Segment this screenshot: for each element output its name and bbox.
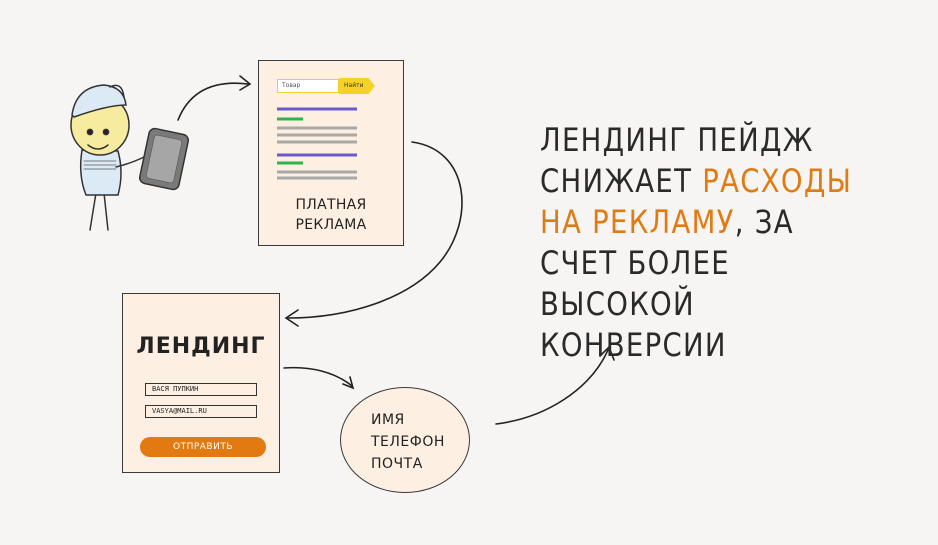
arrow-landing-to-bubble xyxy=(283,366,353,387)
headline-text: ЛЕНДИНГ ПЕЙДЖ СНИЖАЕТ РАСХОДЫ НА РЕКЛАМУ… xyxy=(540,120,867,366)
lead-data-bubble: ИМЯ ТЕЛЕФОН ПОЧТА xyxy=(340,387,470,493)
arrow-head-bubble xyxy=(342,376,355,390)
ad-caption-line2: РЕКЛАМА xyxy=(295,217,367,233)
headline-part1: ЛЕНДИНГ ПЕЙДЖ СНИЖАЕТ xyxy=(540,121,814,200)
arrow-head-ad xyxy=(239,75,252,91)
ad-listing-lines xyxy=(277,107,357,180)
bubble-line-name: ИМЯ xyxy=(371,412,405,428)
arrow-head-landing xyxy=(284,309,299,327)
name-field[interactable]: ВАСЯ ПУПКИН xyxy=(145,383,257,396)
user-figure-icon xyxy=(70,84,190,231)
search-input[interactable]: Товар xyxy=(277,79,339,93)
arrow-bubble-to-headline xyxy=(495,349,609,425)
headline-part2: , ЗА СЧЕТ БОЛЕЕ ВЫСОКОЙ КОНВЕРСИИ xyxy=(540,203,794,364)
bubble-line-phone: ТЕЛЕФОН xyxy=(371,434,445,450)
bubble-line-email: ПОЧТА xyxy=(371,456,423,472)
ad-caption-line1: ПЛАТНАЯ xyxy=(295,197,367,213)
search-button[interactable]: Найти xyxy=(339,78,375,94)
email-field[interactable]: VASYA@MAIL.RU xyxy=(145,405,257,418)
arrow-head-headline xyxy=(599,345,615,361)
headline-accent: РАСХОДЫ НА РЕКЛАМУ xyxy=(540,162,853,241)
smartphone-icon xyxy=(138,127,190,191)
arrow-ad-to-landing xyxy=(287,141,463,319)
arrow-person-to-ad xyxy=(177,82,249,121)
landing-page-card: ЛЕНДИНГ ВАСЯ ПУПКИН VASYA@MAIL.RU ОТПРАВ… xyxy=(122,293,280,473)
paid-ad-page: Товар Найти ПЛАТНАЯ РЕКЛАМА xyxy=(258,60,404,246)
submit-button[interactable]: ОТПРАВИТЬ xyxy=(140,437,266,457)
landing-title: ЛЕНДИНГ xyxy=(136,334,266,359)
